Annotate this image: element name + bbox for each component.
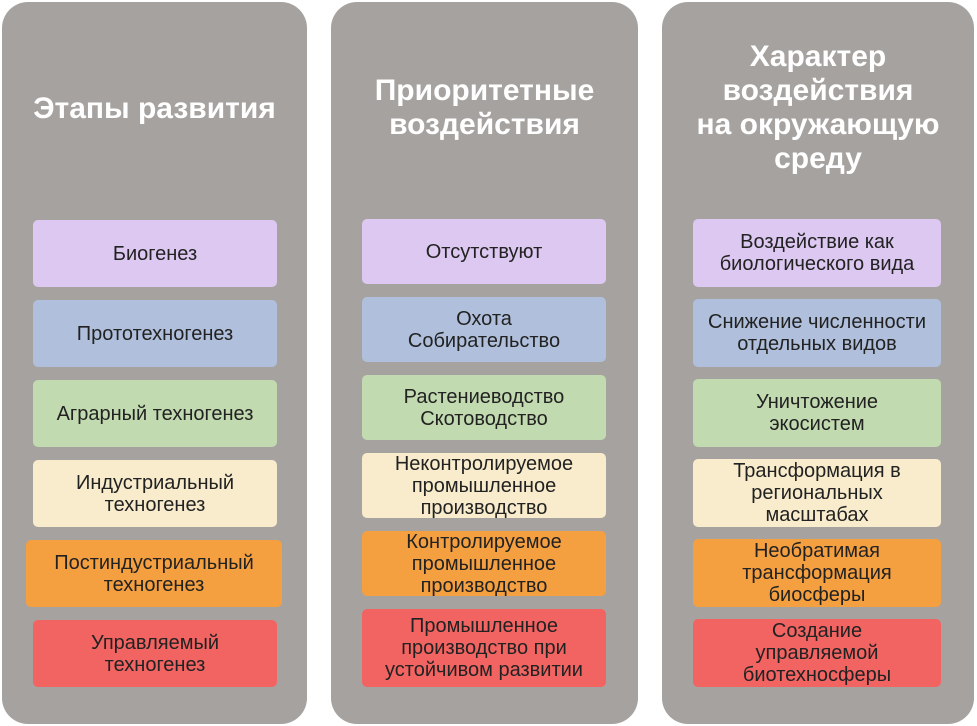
- stage-box: Биогенез: [33, 220, 277, 287]
- character-box: Воздействие как биологического вида: [693, 219, 941, 287]
- column-character: Характер воздействия на окружающую среду…: [662, 2, 974, 724]
- stage-box: Прототехногенез: [33, 300, 277, 367]
- stage-box: Аграрный техногенез: [33, 380, 277, 447]
- character-box: Снижение численности отдельных видов: [693, 299, 941, 367]
- character-box: Необратимая трансформация биосферы: [693, 539, 941, 607]
- impact-box: Неконтролируемое промышленное производст…: [362, 453, 606, 519]
- stage-box: Индустриальный техногенез: [33, 460, 277, 527]
- impact-box: Промышленное производство при устойчивом…: [362, 609, 606, 687]
- column-title: Приоритетные воздействия: [374, 74, 595, 141]
- character-box: Создание управляемой биотехносферы: [693, 619, 941, 687]
- column-title: Характер воздействия на окружающую среду: [696, 40, 940, 175]
- impact-box: Отсутствуют: [362, 219, 606, 284]
- column-stages: Этапы развития Биогенез Прототехногенез …: [2, 2, 307, 724]
- stage-box: Управляемый техногенез: [33, 620, 277, 687]
- column-title: Этапы развития: [33, 92, 276, 125]
- character-box: Трансформация в региональных масштабах: [693, 459, 941, 527]
- stage-box: Постиндустриальный техногенез: [26, 540, 282, 607]
- impact-box: Контролируемое промышленное производство: [362, 531, 606, 597]
- character-box: Уничтожение экосистем: [693, 379, 941, 447]
- column-impacts: Приоритетные воздействия Отсутствуют Охо…: [331, 2, 638, 724]
- impact-box: Охота Собирательство: [362, 297, 606, 362]
- impact-box: Растениеводство Скотоводство: [362, 375, 606, 440]
